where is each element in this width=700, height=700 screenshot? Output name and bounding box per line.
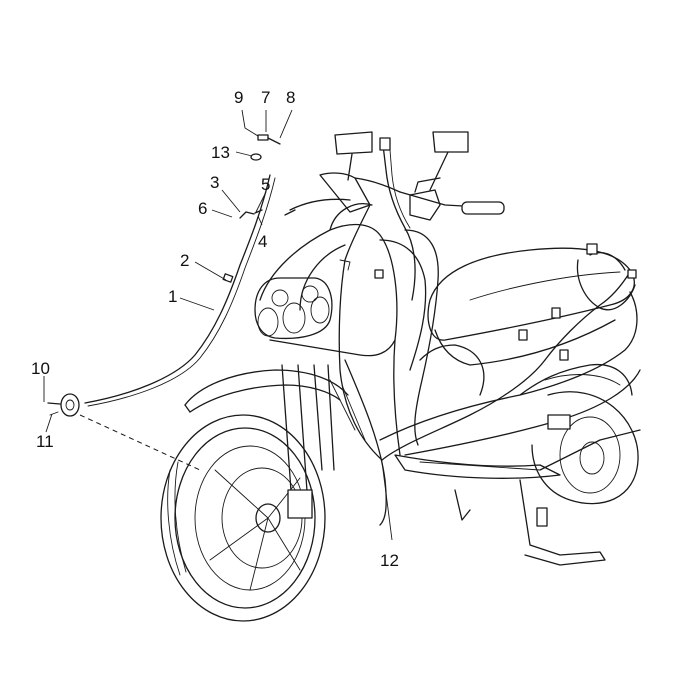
callout-6: 6 (198, 199, 207, 218)
callout-5: 5 (261, 175, 270, 194)
callout-4: 4 (258, 232, 267, 251)
callout-8: 8 (286, 88, 295, 107)
callout-10: 10 (31, 359, 50, 378)
leader-lines (43, 109, 393, 541)
front-fender (184, 369, 349, 413)
scooter-illustration (47, 131, 641, 622)
center-stand (454, 479, 606, 566)
front-fork (281, 364, 335, 519)
headlights (254, 277, 333, 340)
callout-3: 3 (210, 173, 219, 192)
callout-7: 7 (261, 88, 270, 107)
callout-11: 11 (36, 432, 54, 451)
floorboard (394, 454, 561, 479)
callout-2: 2 (180, 251, 189, 270)
handlebar (284, 172, 505, 221)
callout-1: 1 (168, 287, 177, 306)
cable-bundle (338, 137, 637, 461)
callout-12: 12 (380, 551, 399, 570)
rear-bodywork (379, 291, 641, 471)
callout-13: 13 (211, 143, 230, 162)
callout-9: 9 (234, 88, 243, 107)
callout-labels: 9 7 8 13 3 5 6 4 2 1 10 11 12 (31, 88, 399, 570)
mirrors (334, 131, 469, 191)
speedometer-cable (47, 134, 281, 471)
seat (419, 247, 635, 396)
